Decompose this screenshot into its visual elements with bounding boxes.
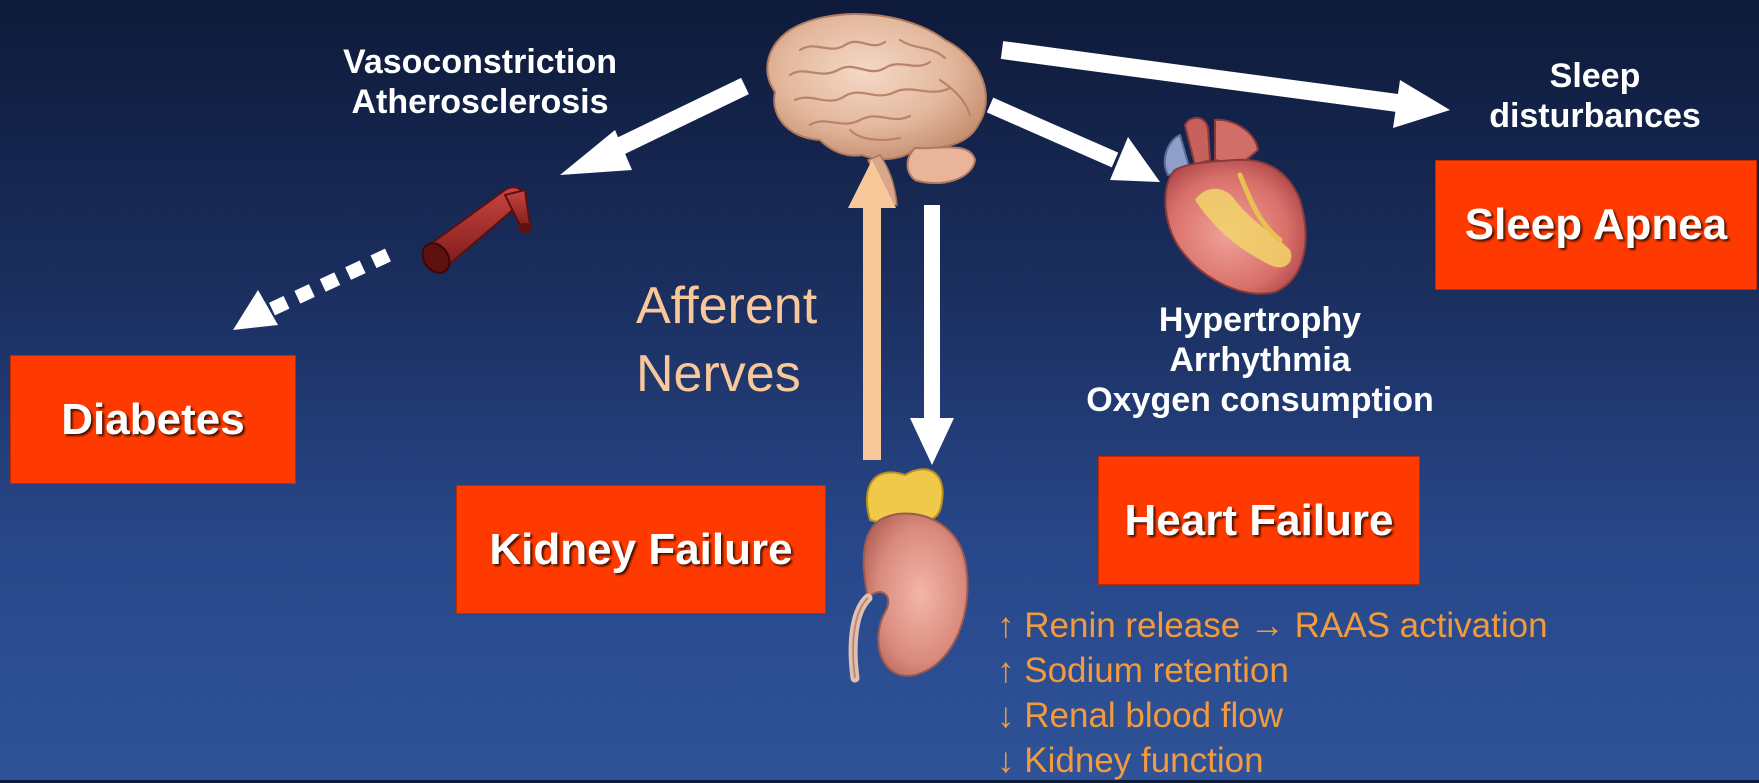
nerves-text: Nerves [636, 340, 817, 408]
afferent-text: Afferent [636, 272, 817, 340]
arrow-down-glyph: ↓ [997, 696, 1015, 735]
oxygen-consumption-text: Oxygen consumption [1040, 380, 1480, 420]
arrow-up-glyph: ↑ [997, 651, 1015, 690]
kidney-function-text: Kidney function [1024, 741, 1263, 780]
disturbances-text: disturbances [1460, 96, 1730, 136]
heart-failure-box: Heart Failure [1098, 456, 1420, 585]
kidney-effect-item: ↓ Kidney function [997, 738, 1548, 783]
arrow-kidney-to-brain-afferent [848, 160, 896, 460]
arrow-up-glyph: ↑ [997, 606, 1015, 645]
heart-illustration [1165, 118, 1306, 294]
arrow-down-glyph: ↓ [997, 741, 1015, 780]
afferent-nerves-label: Afferent Nerves [636, 272, 817, 408]
blood-vessel-illustration [417, 187, 532, 278]
kidney-effect-item: ↑ Sodium retention [997, 648, 1548, 693]
arrhythmia-text: Arrhythmia [1040, 340, 1480, 380]
heart-failure-text: Heart Failure [1125, 496, 1394, 546]
kidney-illustration [853, 469, 967, 678]
arrow-brain-to-heart [990, 105, 1160, 182]
kidney-failure-text: Kidney Failure [489, 525, 792, 575]
sleep-disturbances-label: Sleep disturbances [1460, 56, 1730, 136]
renal-blood-flow-text: Renal blood flow [1024, 696, 1283, 735]
arrow-vessel-to-diabetes-dotted [233, 255, 388, 330]
vasoconstriction-text: Vasoconstriction [300, 42, 660, 82]
renin-release-text: Renin release → RAAS activation [1024, 606, 1547, 645]
sleep-apnea-box: Sleep Apnea [1435, 160, 1757, 290]
sleep-text: Sleep [1460, 56, 1730, 96]
vasoconstriction-atherosclerosis-label: Vasoconstriction Atherosclerosis [300, 42, 660, 122]
kidney-effect-item: ↑ Renin release → RAAS activation [997, 603, 1548, 648]
arrow-brain-to-kidney [910, 205, 954, 465]
diabetes-box: Diabetes [10, 355, 296, 484]
sodium-retention-text: Sodium retention [1024, 651, 1289, 690]
kidney-effect-item: ↓ Renal blood flow [997, 693, 1548, 738]
diabetes-text: Diabetes [61, 395, 244, 445]
hypertrophy-text: Hypertrophy [1040, 300, 1480, 340]
sleep-apnea-text: Sleep Apnea [1465, 200, 1727, 250]
kidney-failure-box: Kidney Failure [456, 485, 826, 614]
kidney-effects-list: ↑ Renin release → RAAS activation ↑ Sodi… [997, 603, 1548, 783]
arrow-brain-to-sleep [1002, 50, 1450, 128]
heart-effects-label: Hypertrophy Arrhythmia Oxygen consumptio… [1040, 300, 1480, 420]
atherosclerosis-text: Atherosclerosis [300, 82, 660, 122]
